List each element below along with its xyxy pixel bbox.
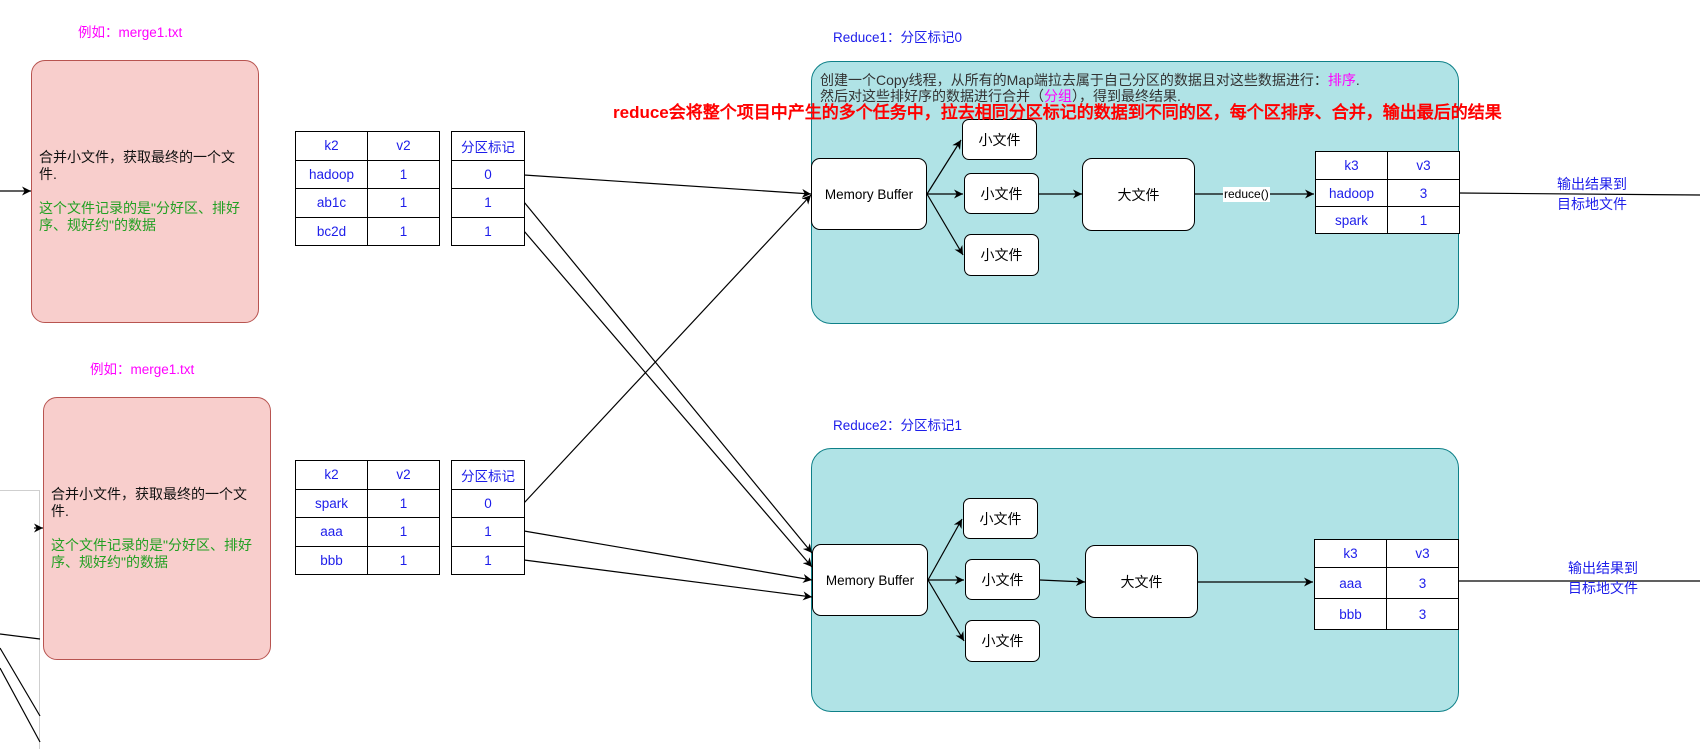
- buffer-to-small-file-arrow: [927, 579, 965, 642]
- table-cell-key: bc2d: [296, 217, 368, 246]
- table-cell-key: bbb: [1315, 599, 1387, 630]
- partition-to-reducer2-arrow: [523, 559, 813, 601]
- summary-note: reduce会将整个项目中产生的多个任务中，拉去相同分区标记的数据到不同的区，每…: [613, 103, 1502, 122]
- table-cell-value: 1: [368, 546, 440, 575]
- file-description: 合并小文件，获取最终的一个文件.: [51, 486, 247, 519]
- table-cell-value: 1: [368, 189, 440, 218]
- small-file-node: 小文件: [962, 119, 1037, 160]
- highlight-group: 分组: [1044, 88, 1072, 104]
- partial-connector-line: [0, 647, 41, 717]
- partition-to-reducer2-arrow: [523, 201, 813, 554]
- table-cell-value: 1: [368, 518, 440, 547]
- description-text: 然后对这些排好序的数据进行合并（: [820, 88, 1044, 104]
- table-cell-key: aaa: [1315, 568, 1387, 599]
- partition-to-reducer1-arrow: [523, 174, 812, 198]
- description-text: ），得到最终结果.: [1072, 88, 1181, 104]
- big-file-node: 大文件: [1085, 545, 1198, 618]
- column-header-value: v2: [368, 461, 440, 490]
- merged-file-box: 合并小文件，获取最终的一个文件. 这个文件记录的是"分好区、排好序、规好约"的数…: [43, 397, 271, 660]
- table-cell-value: 1: [368, 160, 440, 189]
- memory-buffer-node: Memory Buffer: [812, 544, 928, 616]
- small-file-node: 小文件: [965, 620, 1040, 662]
- buffer-to-small-file-arrow: [927, 518, 963, 581]
- table-cell-value: 3: [1387, 568, 1459, 599]
- partition-header: 分区标记: [452, 461, 525, 490]
- small-file-node: 小文件: [965, 559, 1040, 600]
- small-file-node: 小文件: [964, 173, 1039, 214]
- partial-connector-line: [0, 633, 41, 640]
- column-header-value: v3: [1388, 152, 1460, 180]
- partition-to-reducer2-arrow: [523, 230, 813, 568]
- reducer-title: Reduce2：分区标记1: [833, 418, 963, 433]
- output-line: [1458, 192, 1700, 196]
- table-cell-value: 1: [368, 217, 440, 246]
- column-header-value: v3: [1387, 540, 1459, 568]
- partition-value: 0: [452, 489, 525, 518]
- partition-value: 1: [452, 217, 525, 246]
- partition-value: 1: [452, 189, 525, 218]
- output-label-line: 输出结果到: [1568, 560, 1638, 576]
- kv-table: k2 v2 hadoop 1 ab1c 1 bc2d 1: [295, 131, 440, 246]
- kv-table: k2 v2 spark 1 aaa 1 bbb 1: [295, 460, 440, 575]
- column-header-key: k3: [1316, 152, 1388, 180]
- example-file-label: 例如：merge1.txt: [78, 25, 183, 40]
- table-cell-key: aaa: [296, 518, 368, 547]
- table-cell-value: 3: [1388, 180, 1460, 207]
- reducer-title: Reduce1：分区标记0: [833, 30, 963, 45]
- table-cell-value: 1: [1388, 207, 1460, 234]
- small-file-node: 小文件: [963, 498, 1038, 539]
- partition-value: 0: [452, 160, 525, 189]
- reduce-function-label: reduce(): [1223, 187, 1270, 202]
- description-text: 创建一个Copy线程，从所有的Map端拉去属于自己分区的数据且对这些数据进行：: [820, 71, 1328, 88]
- output-label-line: 输出结果到: [1557, 176, 1627, 192]
- buffer-to-small-file-arrow: [926, 139, 962, 195]
- partial-connector-line: [0, 667, 41, 743]
- column-header-key: k2: [296, 461, 368, 490]
- column-header-key: k3: [1315, 540, 1387, 568]
- memory-buffer-node: Memory Buffer: [811, 158, 927, 230]
- partition-header: 分区标记: [452, 132, 525, 161]
- small-to-big-file-arrow: [1039, 577, 1086, 587]
- output-label-line: 目标地文件: [1557, 196, 1627, 212]
- column-header-value: v2: [368, 132, 440, 161]
- table-cell-key: spark: [296, 489, 368, 518]
- table-cell-key: spark: [1316, 207, 1388, 234]
- partition-table: 分区标记 0 1 1: [451, 460, 525, 575]
- highlight-sort: 排序: [1327, 71, 1356, 88]
- description-text: .: [1355, 71, 1360, 88]
- table-cell-key: bbb: [296, 546, 368, 575]
- description-line: 然后对这些排好序的数据进行合并（分组），得到最终结果.: [820, 88, 1360, 105]
- file-note: 这个文件记录的是"分好区、排好序、规好约"的数据: [51, 537, 252, 570]
- table-cell-key: ab1c: [296, 189, 368, 218]
- partition-value: 1: [452, 518, 525, 547]
- table-cell-key: hadoop: [296, 160, 368, 189]
- small-file-node: 小文件: [964, 234, 1039, 276]
- partition-table: 分区标记 0 1 1: [451, 131, 525, 246]
- buffer-to-small-file-arrow: [926, 193, 964, 256]
- partition-value: 1: [452, 546, 525, 575]
- reducer-description: 创建一个Copy线程，从所有的Map端拉去属于自己分区的数据且对这些数据进行：排…: [820, 72, 1360, 105]
- description-line: 创建一个Copy线程，从所有的Map端拉去属于自己分区的数据且对这些数据进行：排…: [820, 72, 1360, 89]
- output-table: k3 v3 aaa 3 bbb 3: [1314, 539, 1459, 630]
- table-cell-value: 1: [368, 489, 440, 518]
- output-table: k3 v3 hadoop 3 spark 1: [1315, 151, 1460, 234]
- merged-file-box: 合并小文件，获取最终的一个文件. 这个文件记录的是"分好区、排好序、规好约"的数…: [31, 60, 259, 323]
- output-destination-label: 输出结果到 目标地文件: [1556, 174, 1628, 214]
- column-header-key: k2: [296, 132, 368, 161]
- partition-to-reducer2-arrow: [523, 530, 813, 583]
- partition-to-reducer1-arrow: [523, 194, 812, 504]
- table-cell-key: hadoop: [1316, 180, 1388, 207]
- output-label-line: 目标地文件: [1568, 580, 1638, 596]
- output-destination-label: 输出结果到 目标地文件: [1567, 558, 1639, 598]
- file-note: 这个文件记录的是"分好区、排好序、规好约"的数据: [39, 200, 240, 233]
- example-file-label: 例如：merge1.txt: [90, 362, 195, 377]
- big-file-node: 大文件: [1082, 158, 1195, 231]
- table-cell-value: 3: [1387, 599, 1459, 630]
- file-description: 合并小文件，获取最终的一个文件.: [39, 149, 235, 182]
